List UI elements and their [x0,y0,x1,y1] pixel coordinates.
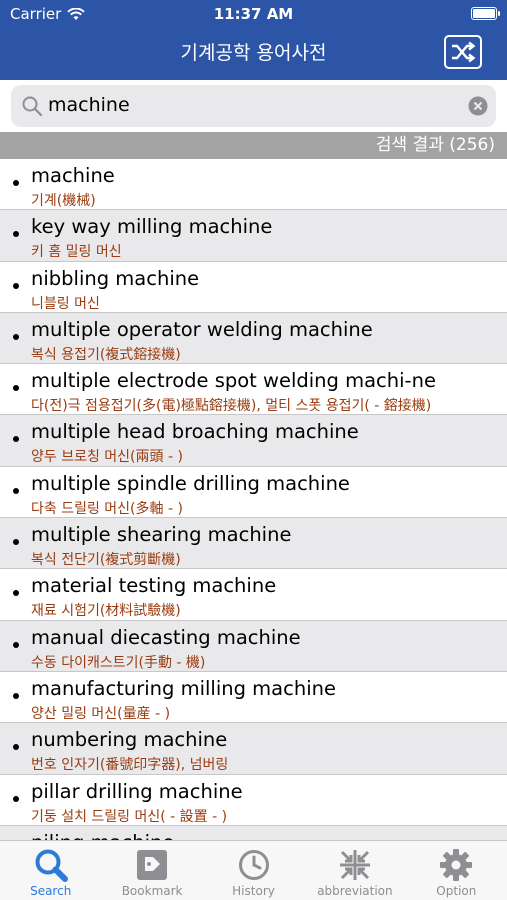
list-item[interactable]: piling machine [0,825,507,840]
term-english: manufacturing milling machine [31,676,336,700]
term-english: key way milling machine [31,215,273,239]
tab-bookmark[interactable]: Bookmark [101,841,202,900]
tab-history[interactable]: History [203,841,304,900]
tab-search[interactable]: Search [0,841,101,900]
list-item[interactable]: nibbling machine 니블링 머신 [0,262,507,313]
list-item[interactable]: numbering machine 번호 인자기(番號印字器), 넘버링 [0,723,507,775]
clock-icon [238,850,269,880]
term-korean: 기계(機械) [31,193,96,209]
shuffle-button[interactable] [444,35,482,69]
term-korean: 번호 인자기(番號印字器), 넘버링 [31,757,229,774]
term-english: manual diecasting machine [31,625,301,649]
page-title: 기계공학 용어사전 [180,42,327,64]
tab-label: Bookmark [121,884,183,898]
bullet [13,385,19,392]
status-time: 11:37 AM [213,5,294,23]
shuffle-icon [452,41,476,63]
term-korean: 양두 브로칭 머신(兩頭 - ) [31,449,183,466]
term-korean: 양산 밀링 머신(量産 - ) [31,705,171,722]
wifi-icon [67,7,86,20]
term-english: material testing machine [31,574,277,598]
term-korean: 니블링 머신 [31,295,100,312]
bullet [13,333,19,340]
term-english: nibbling machine [31,266,200,290]
tab-label: abbreviation [317,884,393,898]
term-english: multiple shearing machine [31,523,292,547]
search-icon [35,849,68,882]
bullet [13,180,19,186]
bullet [13,282,19,289]
term-english: pillar drilling machine [31,779,243,803]
search-area: machine [0,80,507,132]
term-english: multiple electrode spot welding machi-ne [31,369,436,393]
carrier-label: Carrier [10,5,62,23]
tab-bar: Search Bookmark History abbreviation [0,840,507,900]
tab-label: Option [436,884,477,898]
term-korean: 다축 드릴링 머신(多軸 - ) [31,500,183,517]
term-korean: 수동 다이캐스트기(手動 - 機) [31,654,206,671]
list-item[interactable]: material testing machine 재료 시험기(材料試驗機) [0,569,507,621]
tab-label: History [232,884,275,898]
bullet [13,590,19,597]
tab-option[interactable]: Option [406,841,507,900]
term-korean: 복식 용접기(複式鎔接機) [31,346,181,363]
status-bar: Carrier 11:37 AM [0,0,507,28]
bullet [13,744,19,751]
term-english: multiple spindle drilling machine [31,471,350,495]
search-icon [22,96,43,117]
list-item[interactable]: pillar drilling machine 기둥 설치 드릴링 머신( - 設… [0,775,507,826]
carrier-info: Carrier [10,5,86,23]
list-item[interactable]: machine 기계(機械) [0,159,507,211]
search-input[interactable]: machine [11,85,496,127]
list-item[interactable]: multiple shearing machine 복식 전단기(複式剪斷機) [0,518,507,570]
term-english: machine [31,164,115,187]
term-korean: 다(전)극 점용접기(多(電)極點鎔接機), 멀티 스폿 용접기( - 鎔接機) [31,398,432,415]
term-korean: 키 홈 밀링 머신 [31,244,122,261]
list-item[interactable]: multiple operator welding machine 복식 용접기(… [0,312,507,365]
list-item[interactable]: key way milling machine 키 홈 밀링 머신 [0,210,507,262]
tab-abbreviation[interactable]: abbreviation [304,841,405,900]
result-count: 검색 결과 (256) [0,132,507,159]
term-english: piling machine [31,831,174,840]
gear-icon [440,849,473,881]
bullet [13,231,19,238]
compress-icon [339,850,370,880]
term-korean: 재료 시험기(材料試驗機) [31,603,181,620]
bullet [13,692,19,699]
list-item[interactable]: multiple electrode spot welding machi-ne… [0,364,507,416]
list-item[interactable]: manual diecasting machine 수동 다이캐스트기(手動 - … [0,620,507,672]
term-english: multiple head broaching machine [31,420,359,444]
bullet [13,795,19,802]
result-list: machine 기계(機械) key way milling machine 키 홈… [0,159,507,840]
tab-label: Search [30,884,72,898]
clear-icon[interactable] [468,96,488,116]
bullet [13,641,19,648]
bullet [13,436,19,443]
list-item[interactable]: multiple spindle drilling machine 다축 드릴링 … [0,467,507,519]
navigation-bar: Carrier 11:37 AM 기계공학 용어사전 [0,0,507,80]
term-english: multiple operator welding machine [31,317,373,341]
list-item[interactable]: manufacturing milling machine 양산 밀링 머신(量産… [0,672,507,724]
term-english: numbering machine [31,728,228,752]
bullet [13,487,19,494]
list-item[interactable]: multiple head broaching machine 양두 브로칭 머신… [0,415,507,467]
bookmark-icon [137,850,168,880]
bullet [13,539,19,546]
battery-icon [471,7,500,20]
term-korean: 복식 전단기(複式剪斷機) [31,552,181,569]
search-query: machine [48,94,130,116]
term-korean: 기둥 설치 드릴링 머신( - 設置 - ) [31,808,228,825]
